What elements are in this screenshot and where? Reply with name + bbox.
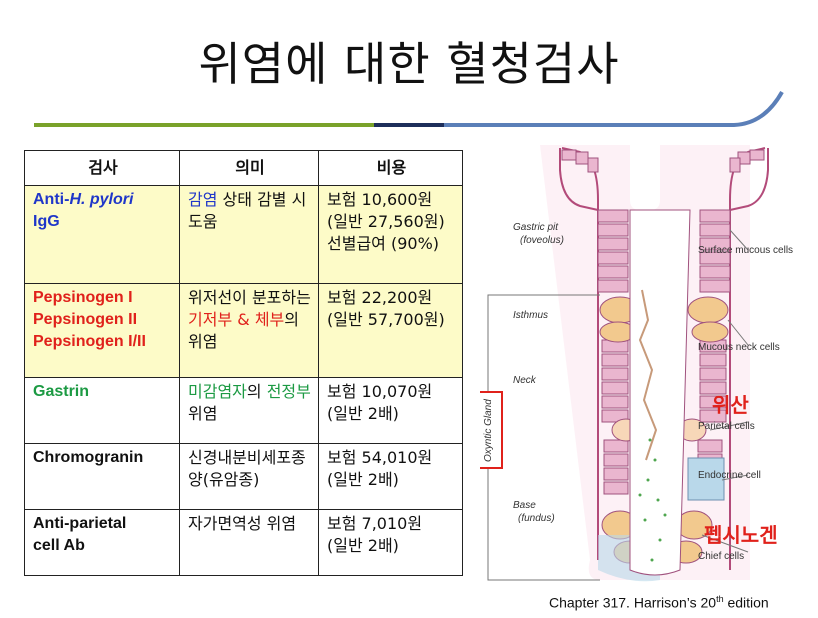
- cost-cell: 보험 10,600원(일반 27,560원)선별급여 (90%): [318, 185, 463, 284]
- foveolus-label: (foveolus): [520, 235, 564, 246]
- neck-label: Neck: [513, 375, 537, 386]
- endocrine-label: Endocrine cell: [698, 470, 761, 481]
- source-caption: Chapter 317. Harrison’s 20th edition: [549, 594, 769, 611]
- fundus-label: (fundus): [518, 513, 555, 524]
- base-label: Base: [513, 500, 536, 511]
- mucous-neck-label: Mucous neck cells: [698, 342, 780, 353]
- cost-cell: 보험 54,010원(일반 2배): [318, 443, 463, 510]
- test-name-gastrin: Gastrin: [24, 377, 180, 444]
- table-row: Anti-H. pylori IgG 감염 상태 감별 시 도움 보험 10,6…: [24, 185, 463, 284]
- cost-cell: 보험 10,070원(일반 2배): [318, 377, 463, 444]
- title-divider: [34, 91, 784, 127]
- gastric-pit-label: Gastric pit: [513, 222, 559, 233]
- header-cost: 비용: [318, 150, 463, 186]
- surface-mucous-label: Surface mucous cells: [698, 245, 793, 256]
- meaning-cell: 감염 상태 감별 시 도움: [179, 185, 319, 284]
- gastric-gland-diagram: Oxyntic Gland Gastric pit (foveolus) Ist…: [480, 145, 793, 582]
- test-name-hpylori: Anti-H. pylori IgG: [24, 185, 180, 284]
- pepsinogen-label: 펩시노겐: [704, 523, 778, 547]
- chief-label: Chief cells: [698, 551, 744, 562]
- parietal-label: Parietal cells: [698, 421, 755, 432]
- oxyntic-gland-label: Oxyntic Gland: [483, 399, 494, 462]
- header-test: 검사: [24, 150, 180, 186]
- table-row: Chromogranin 신경내분비세포종양(유암종) 보험 54,010원(일…: [24, 443, 463, 510]
- table-row: Gastrin 미감염자의 전정부 위염 보험 10,070원(일반 2배): [24, 377, 463, 444]
- meaning-cell: 자가면역성 위염: [179, 509, 319, 576]
- oxyntic-gland-box: [480, 391, 503, 469]
- table-header-row: 검사 의미 비용: [24, 150, 463, 186]
- meaning-cell: 신경내분비세포종양(유암종): [179, 443, 319, 510]
- meaning-cell: 위저선이 분포하는 기저부 & 체부의 위염: [179, 283, 319, 378]
- cost-cell: 보험 7,010원(일반 2배): [318, 509, 463, 576]
- gastric-acid-label: 위산: [712, 393, 749, 417]
- test-name-chromogranin: Chromogranin: [24, 443, 180, 510]
- page-title: 위염에 대한 혈청검사: [198, 37, 620, 91]
- serology-table: 검사 의미 비용 Anti-H. pylori IgG 감염 상태 감별 시 도…: [24, 150, 463, 576]
- meaning-cell: 미감염자의 전정부 위염: [179, 377, 319, 444]
- cost-cell: 보험 22,200원(일반 57,700원): [318, 283, 463, 378]
- header-meaning: 의미: [179, 150, 319, 186]
- isthmus-label: Isthmus: [513, 310, 548, 321]
